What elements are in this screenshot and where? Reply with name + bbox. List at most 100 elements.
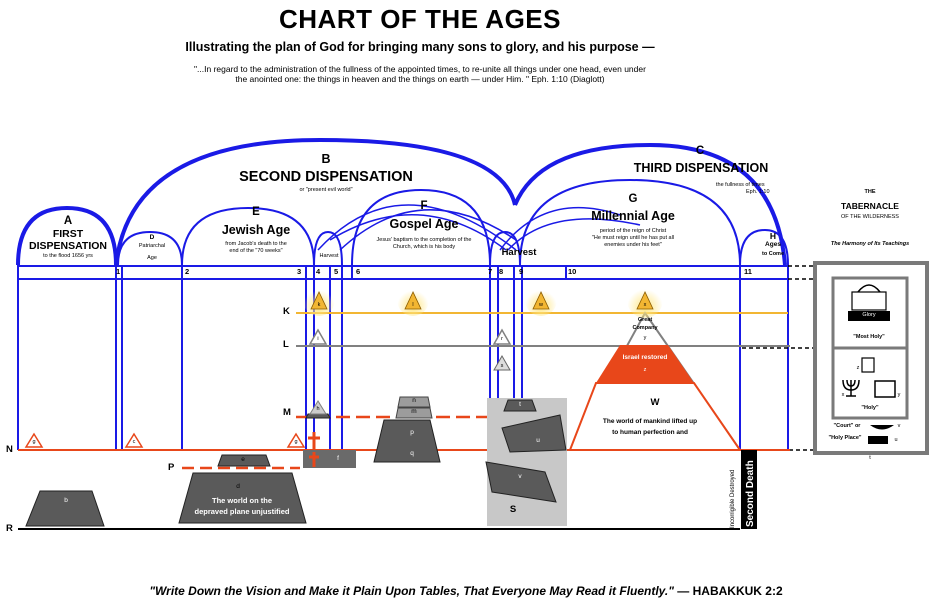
tabernacle-glory: Glory [862, 312, 876, 318]
dispensation-c-title: THIRD DISPENSATION [633, 161, 769, 175]
figure-label-q: q [410, 450, 414, 457]
figure-label-g2: g [294, 439, 298, 445]
second-death-label: Second Death [745, 460, 756, 527]
dispensation-a-letter: A [63, 215, 73, 227]
figure-label-x: x [643, 302, 647, 308]
age-f-note2: Church, which is his body [392, 244, 456, 250]
footer-reference: — HABAKKUK 2:2 [677, 584, 783, 598]
israel-restored: Israel restored [622, 354, 668, 361]
third-dispensation-arc [513, 142, 787, 266]
world-line1: The world of mankind lifted up [602, 418, 698, 425]
age-g-note1: period of the reign of Christ [599, 228, 667, 234]
world-figures [25, 399, 567, 527]
figure-label-big-s: S [509, 504, 517, 515]
plane-n-triangles [24, 432, 306, 448]
time-mark-2: 2 [185, 267, 190, 276]
plane-label-n: N [6, 444, 13, 455]
figure-u [501, 414, 567, 453]
chart-title: CHART OF THE AGES [279, 4, 561, 34]
altar-of-incense-icon [861, 357, 875, 373]
glory-triangles [303, 282, 663, 318]
pyramid-mark-z: z [643, 367, 647, 373]
figure-label-t: t [519, 401, 521, 408]
depraved-line2: depraved plane unjustified [194, 507, 290, 516]
age-h-line1: Ages [765, 241, 781, 248]
figure-e [217, 454, 271, 467]
age-g-note2: "He must reign until he has put all [591, 235, 675, 241]
quote-line-1: "...In regard to the administration of t… [194, 64, 646, 74]
age-g-note3: enemies under his feet" [604, 242, 662, 248]
figure-label-v: v [518, 473, 522, 480]
tabernacle-mark-v: v [897, 423, 901, 429]
laver-icon [870, 425, 894, 430]
time-mark-3: 3 [297, 267, 302, 276]
incorrigible-label: Incorrigible Destroyed [730, 470, 736, 528]
age-f-title: Gospel Age [389, 217, 459, 231]
figure-label-m: m [411, 408, 417, 415]
second-dispensation-arc [114, 137, 517, 266]
dispensation-arcs [16, 137, 787, 266]
triangle-h [309, 400, 327, 415]
triangle-s [493, 354, 511, 371]
dispensation-a-line1: FIRST [52, 228, 84, 240]
tabernacle-mark-z: z [856, 365, 860, 371]
age-e-title: Jewish Age [221, 223, 291, 237]
dispensation-c-letter: C [695, 145, 705, 157]
pyramid-mark-y: y [643, 335, 647, 341]
tabernacle-court: "Court" or [833, 423, 861, 429]
tabernacle-most-holy: "Most Holy" [853, 334, 885, 340]
dispensation-b-letter: B [321, 152, 331, 166]
figure-label-c: c [132, 439, 136, 445]
dispensation-c-note1: the fullness of times [716, 182, 765, 188]
time-mark-11: 11 [744, 267, 752, 276]
candlestick-icon [842, 379, 860, 397]
figure-p [373, 419, 441, 463]
plane-label-l: L [283, 339, 289, 350]
figure-d [178, 472, 307, 524]
figure-label-u: u [536, 437, 540, 444]
tabernacle-holy: "Holy" [861, 405, 879, 411]
footer-verse-text: "Write Down the Vision and Make it Plain… [149, 584, 674, 598]
time-mark-4: 4 [316, 267, 321, 276]
depraved-line1: The world on the [212, 496, 272, 505]
time-mark-5: 5 [334, 267, 339, 276]
dispensation-b-title: SECOND DISPENSATION [239, 169, 413, 185]
figure-label-e: e [241, 456, 245, 463]
figure-label-f: f [337, 455, 339, 462]
age-f-note1: Jesus' baptism to the completion of the [376, 237, 472, 243]
age-e-note1: from Jacob's death to the [225, 241, 287, 247]
figure-label-k: k [317, 302, 321, 308]
scripture-quote: "...In regard to the administration of t… [0, 64, 840, 84]
age-d-line2: Age [147, 255, 157, 261]
age-d-line1: Patriarchal [138, 243, 166, 249]
harvest-label: Harvest [501, 247, 537, 258]
tabernacle-mark-u: u [894, 437, 898, 443]
figure-label-g: g [32, 439, 36, 445]
figure-label-i: i [317, 336, 319, 342]
figure-h [305, 413, 331, 419]
age-baselines [18, 265, 788, 280]
tabernacle-line3: OF THE WILDERNESS [841, 214, 899, 220]
time-mark-10: 10 [568, 267, 577, 276]
dispensation-a-note: to the flood 1656 yrs [43, 253, 93, 259]
quote-line-2: the anointed one: the things in heaven a… [235, 74, 605, 84]
great-company-line2: Company [632, 325, 658, 331]
table-of-shewbread-icon [874, 380, 896, 398]
cross-icons [308, 432, 320, 467]
figure-label-d: d [236, 483, 240, 490]
time-mark-9: 9 [519, 267, 524, 276]
tabernacle-mark-t: t [869, 455, 871, 461]
figure-label-s: s [500, 363, 504, 369]
plane-l-triangles [308, 328, 512, 345]
figure-label-h: h [316, 406, 320, 412]
first-dispensation-arc [16, 205, 118, 266]
time-mark-1: 1 [116, 267, 121, 276]
figure-label-l: l [412, 302, 414, 308]
age-h-letter: H [769, 231, 777, 241]
millennial-pyramid [568, 311, 742, 451]
age-d-letter: D [149, 234, 155, 241]
tabernacle-holy-place: "Holy Place" [828, 435, 862, 441]
footer-verse: "Write Down the Vision and Make it Plain… [0, 584, 932, 598]
age-g-letter: G [628, 193, 638, 205]
